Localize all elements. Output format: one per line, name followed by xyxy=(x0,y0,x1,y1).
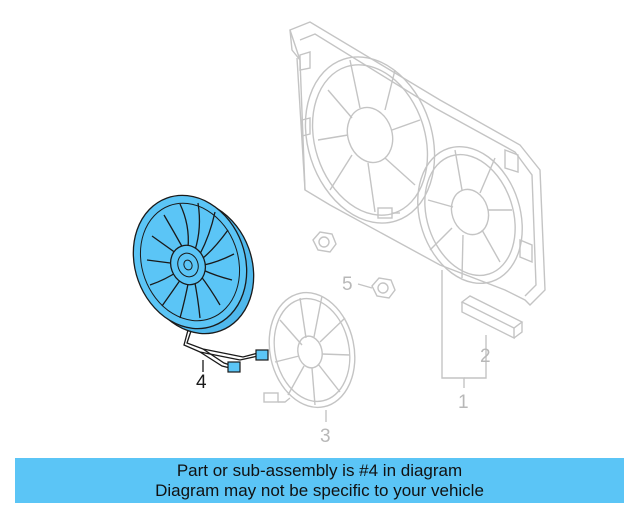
callout-3: 3 xyxy=(320,426,331,447)
part-3-secondary-fan xyxy=(263,291,356,409)
info-banner: Part or sub-assembly is #4 in diagram Di… xyxy=(15,458,624,503)
banner-line-1: Part or sub-assembly is #4 in diagram xyxy=(176,461,463,480)
callout-2: 2 xyxy=(480,346,491,367)
callout-4: 4 xyxy=(196,372,207,393)
callout-5: 5 xyxy=(342,274,353,295)
callout-1: 1 xyxy=(458,392,469,413)
part-4-fan-motor xyxy=(132,194,269,373)
part-5-nut-lower xyxy=(371,277,396,299)
part-2-bracket xyxy=(460,295,524,340)
banner-line-2: Diagram may not be specific to your vehi… xyxy=(155,481,484,500)
leader-lines xyxy=(202,270,487,422)
part-5-nut-upper xyxy=(312,231,337,253)
fan-assembly-diagram: 1 2 3 4 5 xyxy=(132,21,546,447)
fan-shroud-frame xyxy=(289,21,546,306)
